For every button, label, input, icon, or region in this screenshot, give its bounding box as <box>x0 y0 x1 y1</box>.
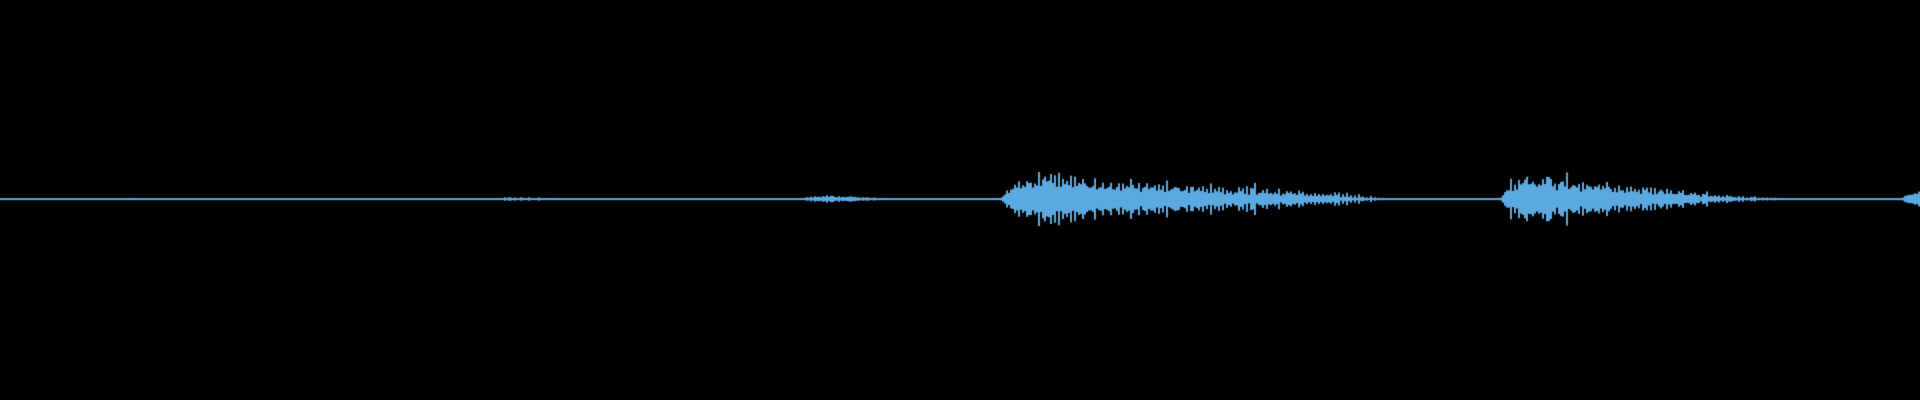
waveform-canvas[interactable] <box>0 0 1920 400</box>
audio-waveform-display[interactable] <box>0 0 1920 400</box>
